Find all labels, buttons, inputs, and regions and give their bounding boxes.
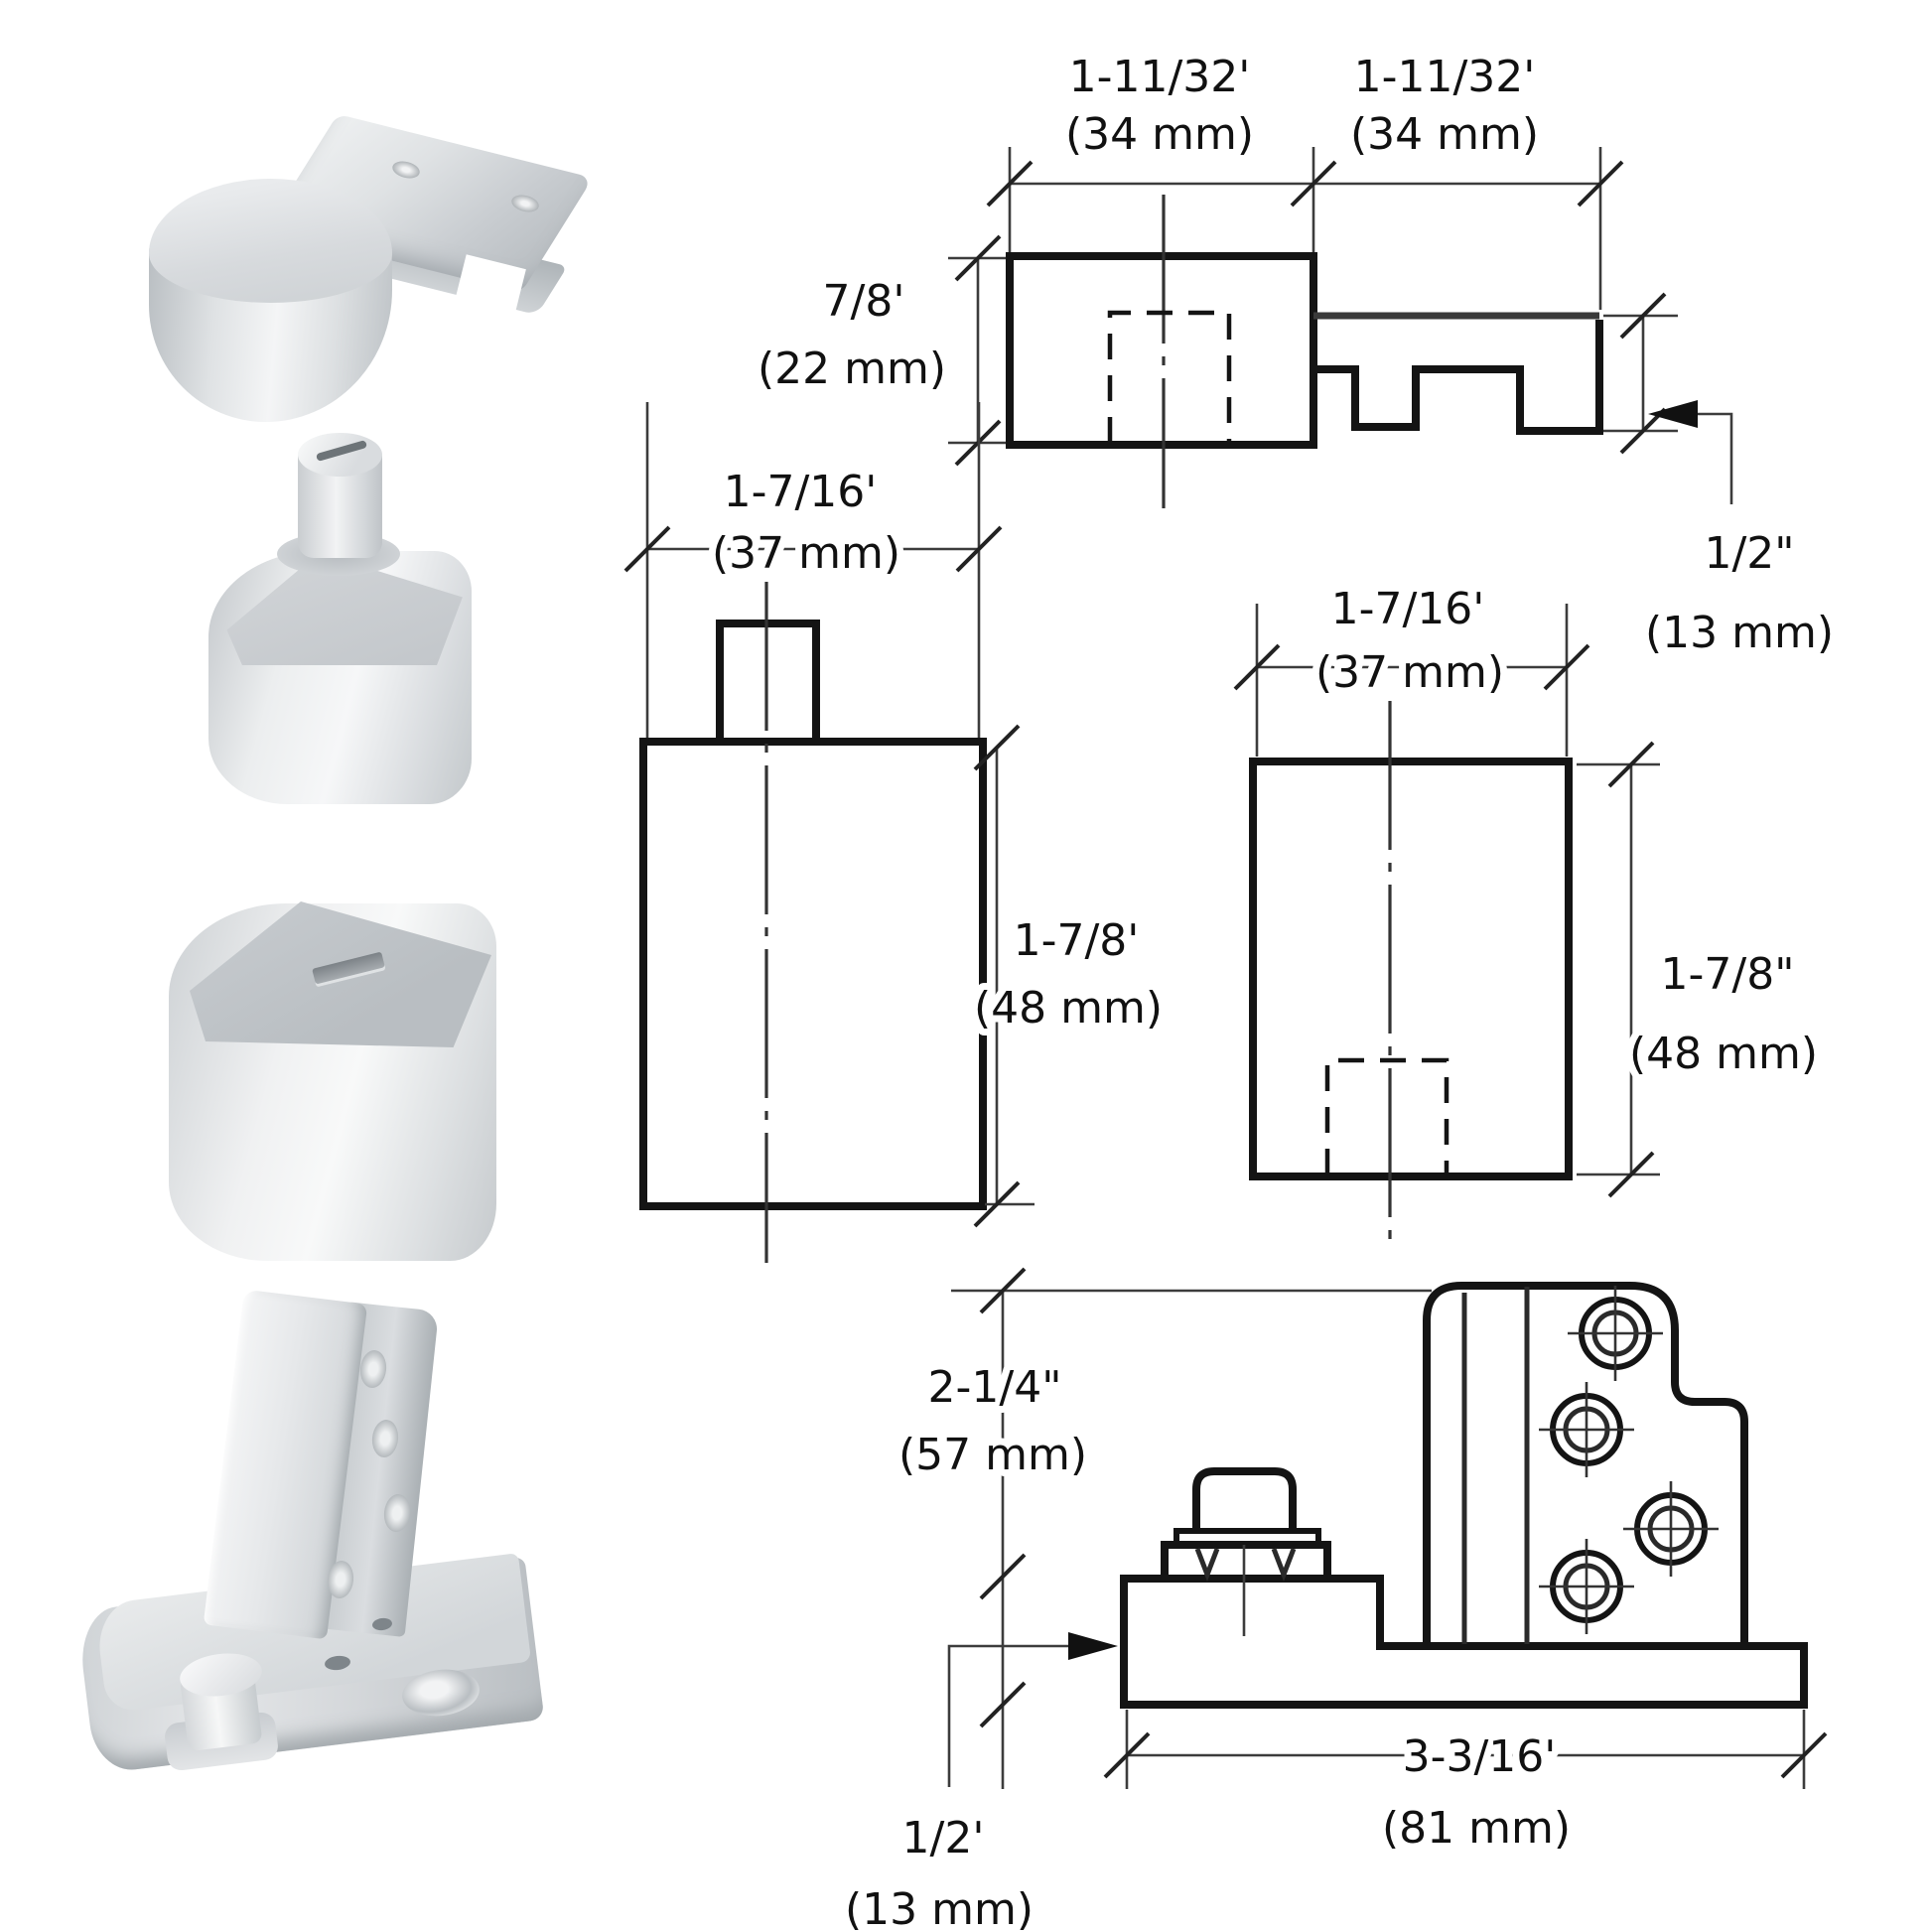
- dim-top-left-width-mm: (34 mm): [1065, 109, 1254, 160]
- screw-hole-icon: [1539, 1539, 1634, 1634]
- dim-left-width-mm: (37 mm): [712, 528, 900, 579]
- jamb-block-outline: [1249, 758, 1573, 1180]
- floor-pivot-side-view: 2-1/4" (57 mm): [838, 1267, 1828, 1932]
- dim-pivot-height-mm: (57 mm): [898, 1430, 1087, 1480]
- screw-hole-icon: [1539, 1382, 1634, 1477]
- dim-top-inset-in: 1/2": [1704, 528, 1794, 579]
- dim-base-thickness-in: 1/2': [902, 1813, 985, 1863]
- photo-pivot-block-with-slot: [139, 849, 526, 1266]
- pin-cap-outline: [1192, 1467, 1297, 1531]
- jamb-block-outline: [1006, 252, 1317, 449]
- dim-left-height-mm: (48 mm): [974, 983, 1163, 1034]
- arm-notched-profile: [1313, 320, 1603, 435]
- screw-hole-icon: [1568, 1286, 1663, 1381]
- top-section-view: 1-11/32' (34 mm) 1-11/32' (34 mm) 7/8' (…: [751, 45, 1841, 665]
- dim-top-right-width-mm: (34 mm): [1350, 109, 1539, 160]
- photo-pivot-block-with-pin: [174, 433, 521, 804]
- base-plate-outline: [1120, 1575, 1808, 1709]
- hidden-pin-bore: [1324, 1057, 1449, 1174]
- leader-arrow-icon: [1068, 1632, 1118, 1660]
- dim-base-thickness-mm: (13 mm): [845, 1884, 1034, 1932]
- leader-arrow-icon: [1648, 400, 1698, 428]
- dim-right-height-mm: (48 mm): [1629, 1029, 1818, 1079]
- dim-right-width-mm: (37 mm): [1315, 647, 1504, 698]
- dim-base-length-in: 3-3/16': [1403, 1731, 1557, 1782]
- jamb-portion-front-view: 1-7/16' (37 mm) 1-7/8" (48 mm): [1233, 577, 1825, 1241]
- dim-top-inset-mm: (13 mm): [1645, 608, 1834, 658]
- dim-top-height-mm: (22 mm): [758, 344, 946, 394]
- dim-base-length-mm: (81 mm): [1382, 1803, 1571, 1854]
- dim-left-width-in: 1-7/16': [724, 467, 878, 517]
- pin-flange-lower: [1161, 1541, 1331, 1583]
- door-block-outline: [639, 738, 987, 1210]
- photo-top-pivot-cap: [94, 84, 594, 452]
- dim-top-left-width-in: 1-11/32': [1069, 52, 1251, 102]
- dim-left-height-in: 1-7/8': [1014, 915, 1140, 966]
- pivot-cap-top: [149, 179, 392, 303]
- pin-detail-mark: [1271, 1548, 1297, 1582]
- dim-top-right-width-in: 1-11/32': [1354, 52, 1536, 102]
- dim-right-width-in: 1-7/16': [1331, 584, 1485, 634]
- dim-right-height-in: 1-7/8": [1661, 949, 1795, 1000]
- screw-hole-icon: [1623, 1481, 1719, 1577]
- door-portion-front-view: 1-7/16' (37 mm) 1-7/8' (48 mm): [623, 402, 1170, 1263]
- hidden-pin-bore: [1107, 310, 1232, 443]
- upright-plate-outline: [1423, 1282, 1748, 1646]
- pin-detail-mark: [1194, 1548, 1220, 1582]
- dim-top-height-in: 7/8': [823, 276, 905, 327]
- dim-pivot-height-in: 2-1/4": [928, 1362, 1062, 1413]
